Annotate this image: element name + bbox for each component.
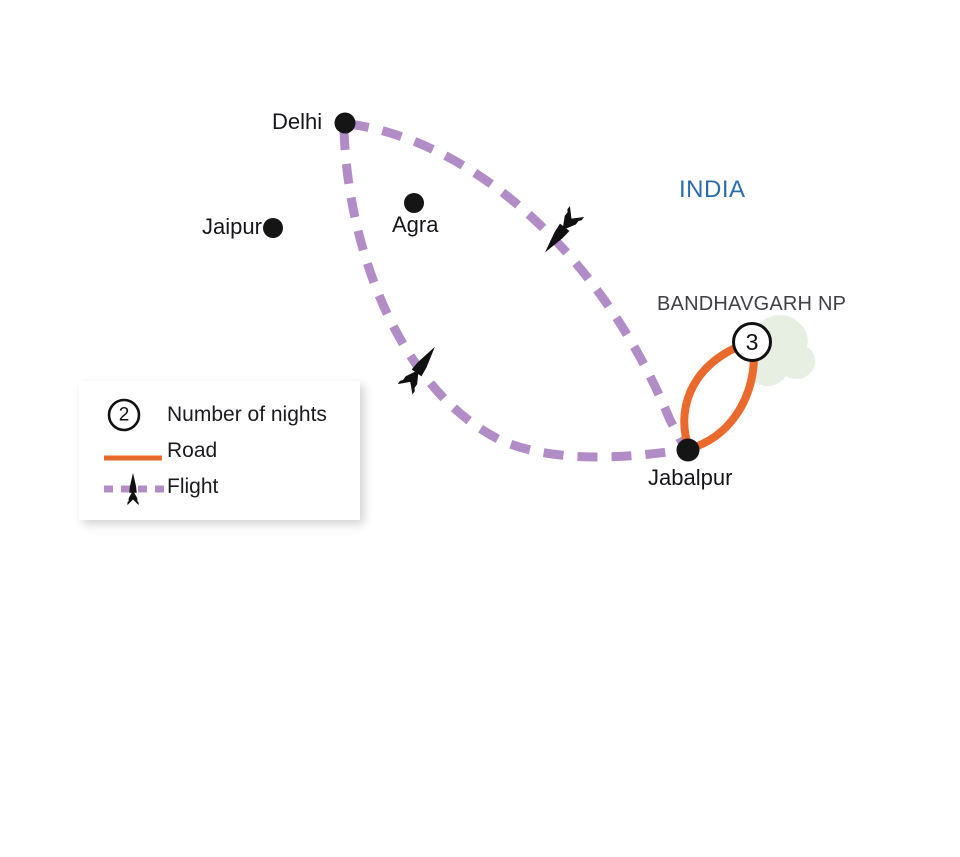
flight-route-group xyxy=(339,119,688,462)
city-label-jabalpur: Jabalpur xyxy=(648,465,733,490)
legend-label-flight: Flight xyxy=(167,475,219,498)
legend-nights-circle-icon: 2 xyxy=(103,397,165,433)
park-label-bandhavgarh: BANDHAVGARH NP xyxy=(657,293,847,315)
legend-row-road: Road xyxy=(79,433,360,469)
city-node-delhi xyxy=(334,112,356,134)
flight-route-delhi-jabalpur-east xyxy=(348,119,688,449)
road-route-group xyxy=(680,344,758,453)
city-node-jabalpur xyxy=(676,438,700,462)
city-label-agra: Agra xyxy=(392,212,439,237)
nights-marker-bandhavgarh[interactable]: 3 xyxy=(732,322,772,362)
legend-road-line-icon xyxy=(103,433,165,469)
city-label-delhi: Delhi xyxy=(272,109,323,134)
legend-flight-plane-icon xyxy=(103,469,165,506)
legend-label-road: Road xyxy=(167,439,218,462)
country-label-india: INDIA xyxy=(679,176,746,203)
legend-row-number-of-nights: 2 Number of nights xyxy=(79,397,360,433)
map-legend: 2 Number of nights Road xyxy=(79,381,360,520)
city-node-agra xyxy=(404,193,424,213)
legend-row-flight: Flight xyxy=(79,469,360,506)
road-route-jabalpur-bandhavgarh-west xyxy=(680,344,739,453)
svg-text:2: 2 xyxy=(119,405,130,426)
city-node-jaipur xyxy=(263,218,283,238)
road-route-jabalpur-bandhavgarh-east xyxy=(685,356,758,453)
legend-label-number-of-nights: Number of nights xyxy=(167,403,327,426)
city-label-jaipur: Jaipur xyxy=(202,214,262,239)
svg-text:3: 3 xyxy=(746,329,759,355)
flight-route-delhi-jabalpur-west xyxy=(339,129,683,462)
city-nodes-group xyxy=(263,112,700,462)
